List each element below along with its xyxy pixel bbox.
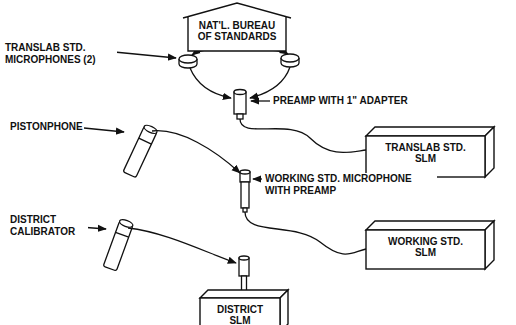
box-side (280, 290, 288, 325)
leader-arrow (251, 100, 270, 101)
callout-label: DISTRICT CALIBRATOR (10, 214, 88, 238)
callout-label: WORKING STD. MICROPHONE WITH PREAMP (265, 173, 437, 197)
microphone-symbol (179, 55, 197, 68)
box-front (200, 298, 280, 325)
node-label: WORKING STD. SLM (380, 236, 472, 258)
instrument-box: TRANSLAB STD. SLM (366, 127, 494, 177)
preamp-symbol (234, 90, 246, 120)
box-side (485, 221, 494, 269)
transfer-line (152, 131, 240, 173)
pistonphone-symbol (123, 124, 158, 178)
leader-arrow (84, 128, 124, 132)
instrument-box: DISTRICT SLM (200, 290, 288, 325)
house-outline (183, 3, 291, 51)
box-front (366, 136, 485, 177)
cable (245, 212, 366, 254)
callout-label: PREAMP WITH 1" ADAPTER (273, 95, 408, 107)
building-shape: NAT'L. BUREAU OF STANDARDS (183, 2, 291, 52)
transfer-line (128, 228, 236, 263)
box-side (485, 127, 494, 177)
callout-label: TRANSLAB STD. MICROPHONES (2) (5, 42, 117, 66)
transfer-line (190, 68, 231, 98)
callout-label: PISTONPHONE (10, 121, 83, 133)
leader-arrow (253, 178, 262, 179)
calibrator-symbol (103, 218, 134, 271)
node-label: NAT'L. BUREAU OF STANDARDS (195, 20, 279, 42)
box-top (366, 127, 494, 136)
box-top (200, 290, 288, 298)
node-label: DISTRICT SLM (211, 304, 269, 325)
box-top (366, 221, 494, 230)
box-front (366, 230, 485, 269)
microphone-symbol (240, 170, 250, 212)
cable (240, 119, 366, 152)
microphone-symbol (281, 54, 299, 67)
node-label: TRANSLAB STD. SLM (380, 142, 472, 164)
transfer-line (250, 67, 290, 98)
instrument-box: WORKING STD. SLM (366, 221, 494, 269)
